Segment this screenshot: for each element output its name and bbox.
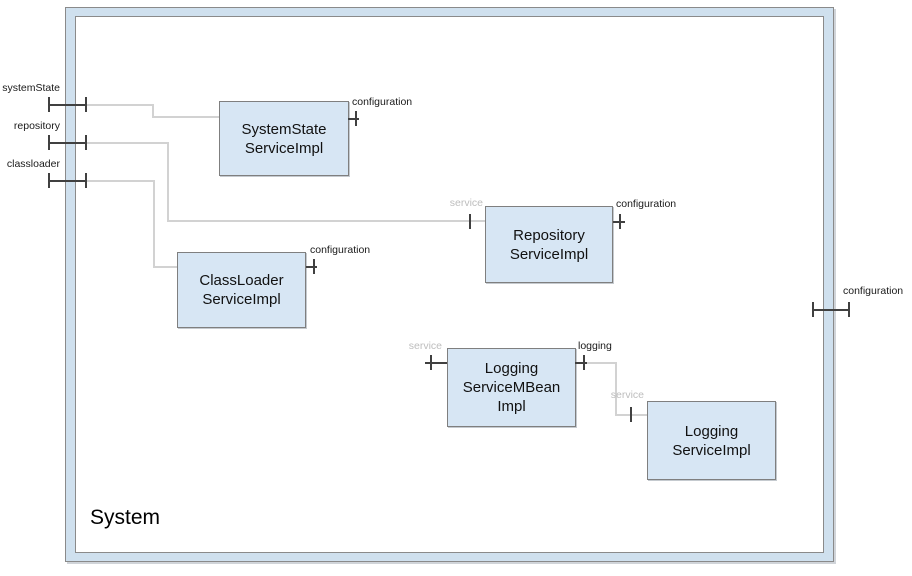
component-label-line: Repository (513, 226, 585, 244)
component-logging-servicembean-impl[interactable]: Logging ServiceMBean Impl (447, 348, 576, 427)
port-label-logging: logging (578, 340, 612, 352)
port-label-service: service (408, 340, 442, 352)
component-label-line: ServiceImpl (672, 441, 751, 459)
frame-port-label-classloader: classloader (6, 158, 60, 170)
system-frame[interactable] (65, 7, 834, 562)
port-line (48, 104, 87, 106)
component-label-line: Impl (497, 398, 526, 415)
port-tick-inner (812, 302, 814, 317)
port-label-configuration: configuration (310, 244, 371, 256)
port-tick-inner (85, 173, 87, 188)
frame-port-label-configuration: configuration (843, 285, 904, 297)
component-label-line: ClassLoader (199, 272, 284, 289)
component-label-line: ServiceImpl (509, 245, 589, 263)
port-line (48, 142, 87, 144)
component-logging-serviceimpl[interactable]: Logging ServiceImpl (647, 401, 776, 480)
port-label-configuration: configuration (616, 198, 677, 210)
frame-port-label-repository: repository (13, 120, 60, 132)
component-classloader-serviceimpl[interactable]: ClassLoader ServiceImpl (177, 252, 306, 328)
port-label-service: service (449, 197, 483, 209)
port-label-configuration: configuration (352, 96, 413, 108)
frame-port-label-systemstate: systemState (2, 82, 60, 94)
system-frame-title: System (90, 506, 161, 529)
port-line (812, 309, 850, 311)
component-label-line: Logging (484, 360, 539, 377)
port-label-service: service (610, 389, 644, 401)
port-tick-outer (48, 173, 50, 188)
component-label-line: Logging (684, 422, 739, 440)
component-repository-serviceimpl[interactable]: Repository ServiceImpl (485, 206, 613, 283)
component-label-line: ServiceImpl (244, 139, 324, 157)
component-label-line: SystemState (241, 120, 327, 138)
component-label-line: ServiceImpl (202, 291, 281, 308)
port-tick-inner (85, 97, 87, 112)
port-tick-inner (85, 135, 87, 150)
port-tick-outer (848, 302, 850, 317)
port-line (48, 180, 87, 182)
port-tick-outer (48, 135, 50, 150)
component-systemstate-serviceimpl[interactable]: SystemState ServiceImpl (219, 101, 349, 176)
port-tick-outer (48, 97, 50, 112)
component-label-line: ServiceMBean (462, 379, 561, 396)
